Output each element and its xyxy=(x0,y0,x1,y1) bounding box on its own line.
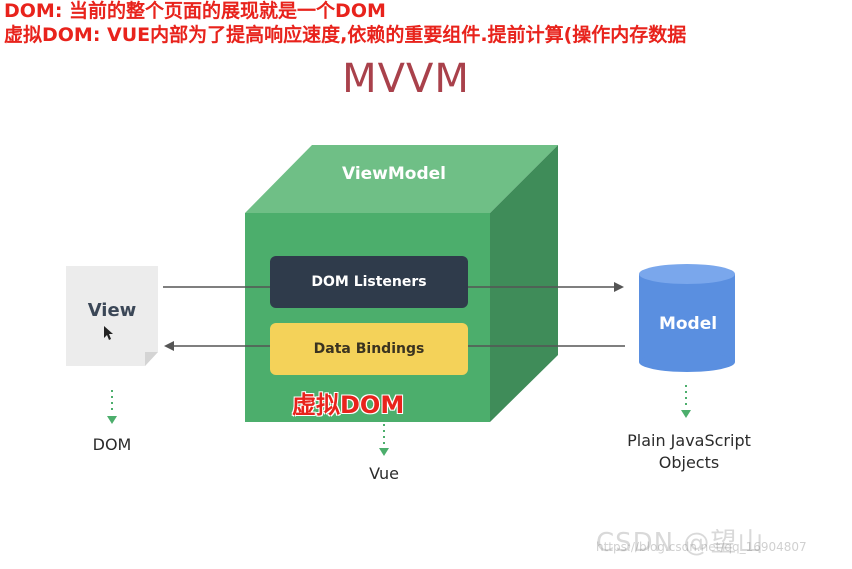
model-caption: Plain JavaScript Objects xyxy=(604,430,774,474)
viewmodel-cube-side xyxy=(490,145,558,422)
dom-listeners-label: DOM Listeners xyxy=(311,274,427,290)
cursor-icon xyxy=(104,326,113,340)
arrowhead-to-view xyxy=(164,341,174,351)
virtual-dom-annotation: 虚拟DOM xyxy=(292,391,405,419)
viewmodel-cube-front xyxy=(245,213,490,422)
watermark-url: https://blog.csdn.net/qq_16904807 xyxy=(596,540,807,554)
arrowhead-dom xyxy=(107,416,117,424)
model-caption-line2: Objects xyxy=(658,453,720,472)
dom-listeners-box xyxy=(270,256,468,308)
diagram-title: MVVM xyxy=(342,56,470,102)
arrowhead-to-model xyxy=(614,282,624,292)
viewmodel-cube-top xyxy=(245,145,558,213)
data-bindings-box xyxy=(270,323,468,375)
model-cylinder-bottom xyxy=(639,352,735,372)
model-cylinder-top xyxy=(639,264,735,284)
annotation-virtual-dom-definition: 虚拟DOM: VUE内部为了提高响应速度,依赖的重要组件.提前计算(操作内存数据 xyxy=(4,24,687,46)
view-page-icon xyxy=(66,266,158,366)
vue-caption: Vue xyxy=(369,464,399,483)
data-bindings-label: Data Bindings xyxy=(313,341,425,357)
annotation-dom-definition: DOM: 当前的整个页面的展现就是一个DOM xyxy=(4,0,386,22)
dom-caption: DOM xyxy=(92,435,132,454)
view-label: View xyxy=(87,300,137,321)
model-caption-line1: Plain JavaScript xyxy=(627,431,751,450)
viewmodel-title: ViewModel xyxy=(341,164,447,184)
arrowhead-model xyxy=(681,410,691,418)
model-label: Model xyxy=(658,314,718,334)
view-page-fold xyxy=(145,352,158,366)
arrowhead-vue xyxy=(379,448,389,456)
watermark-brand: CSDN @望山 xyxy=(596,528,765,558)
model-cylinder-body xyxy=(639,274,735,362)
